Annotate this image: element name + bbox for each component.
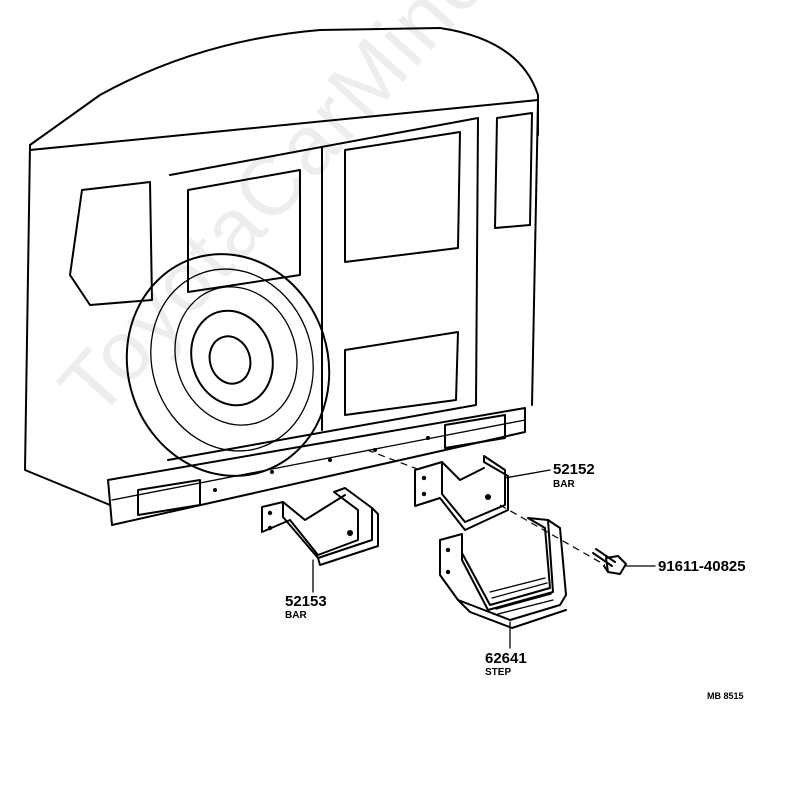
spare-tire (125, 253, 331, 477)
leader-lines (312, 469, 656, 649)
bolt-91611-40825 (592, 548, 627, 575)
part-name-62641: STEP (485, 667, 512, 678)
bar-bracket-52152 (414, 455, 509, 531)
part-name-52152: BAR (553, 479, 575, 490)
vehicle-body (24, 27, 539, 526)
part-name-52153: BAR (285, 610, 307, 621)
part-number-52153: 52153 (285, 593, 327, 610)
alignment-dashed-line (366, 449, 606, 566)
part-number-52152: 52152 (553, 461, 595, 478)
bar-bracket-52153 (261, 487, 379, 566)
part-number-91611-40825: 91611-40825 (658, 558, 746, 575)
reference-code: MB 8515 (707, 691, 744, 701)
step-62641 (439, 517, 567, 629)
part-number-62641: 62641 (485, 650, 527, 667)
